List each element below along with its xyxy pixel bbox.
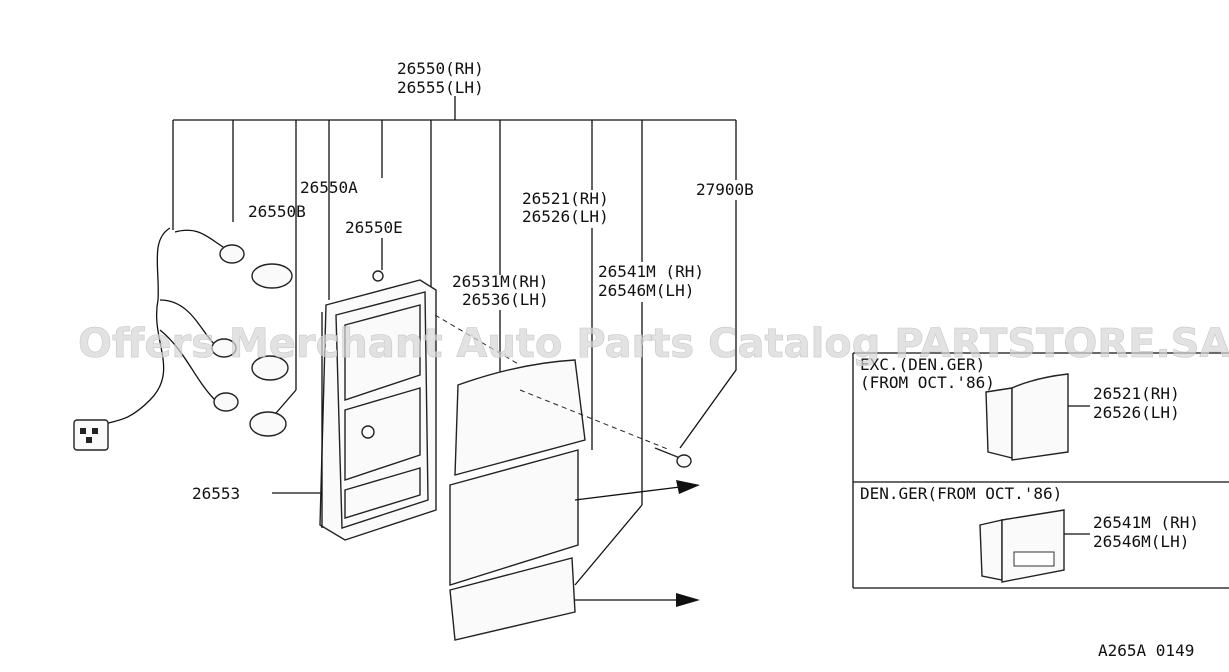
inset-top-part-lh: 26526(LH) (1093, 403, 1180, 422)
arrows (574, 480, 700, 607)
label-26555-lh: 26555(LH) (397, 78, 484, 97)
label-26536-lh: 26536(LH) (462, 290, 549, 309)
inset-bottom-part-lh: 26546M(LH) (1093, 532, 1189, 551)
lamp-housing (319, 270, 437, 541)
label-26541m-rh: 26541M (RH) (598, 262, 704, 281)
lens-assembly (434, 314, 671, 641)
watermark: Offers Merchant Auto Parts Catalog PARTS… (78, 321, 1229, 367)
inset-bottom-part-rh: 26541M (RH) (1093, 513, 1199, 532)
figure-code: A265A 0149 (1098, 641, 1194, 660)
leader-lines (172, 96, 737, 586)
inset-top-title-2: (FROM OCT.'86) (860, 373, 995, 392)
label-26553: 26553 (192, 484, 240, 503)
inset-top-part-rh: 26521(RH) (1093, 384, 1180, 403)
label-27900b: 27900B (696, 180, 754, 199)
label-26550a: 26550A (300, 178, 358, 197)
label-26550e: 26550E (345, 218, 403, 237)
label-26521-rh: 26521(RH) (522, 189, 609, 208)
inset-panel: EXC.(DEN.GER) (FROM OCT.'86) 26521(RH) 2… (852, 352, 1229, 589)
label-26531m-rh: 26531M(RH) (452, 272, 548, 291)
bulb-harness (73, 227, 293, 451)
label-26550b: 26550B (248, 202, 306, 221)
inset-bottom-title: DEN.GER(FROM OCT.'86) (860, 484, 1062, 503)
label-26546m-lh: 26546M(LH) (598, 281, 694, 300)
label-26526-lh: 26526(LH) (522, 207, 609, 226)
screw (654, 447, 692, 468)
label-26550-rh: 26550(RH) (397, 59, 484, 78)
inset-top-title-1: EXC.(DEN.GER) (860, 355, 985, 374)
